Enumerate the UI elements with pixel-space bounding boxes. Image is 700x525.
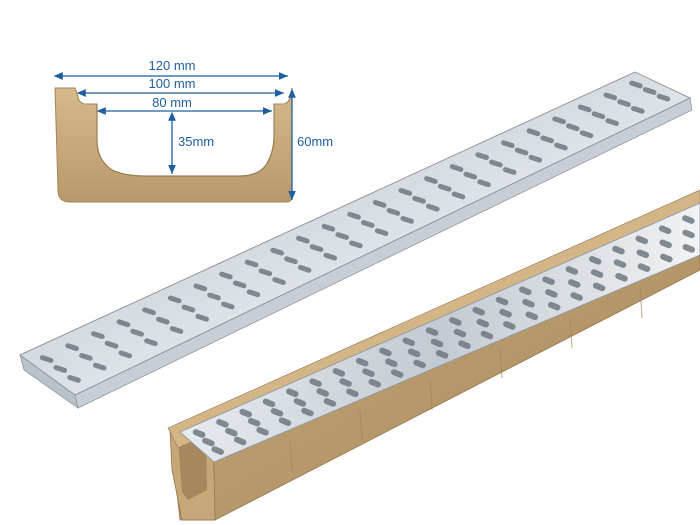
assembled-channel [167,189,700,521]
grating-slots [39,80,671,383]
dimension-annotations: 120 mm 100 mm 80 mm 35mm 60mm [53,58,333,200]
dim-inner-depth-label: 35mm [178,134,214,149]
steel-grating [19,71,693,409]
channel-grating-slots [192,215,696,455]
dim-inner-top-width-label: 100 mm [149,76,196,91]
dim-outer-width-label: 120 mm [149,58,196,73]
channel-cross-section [54,87,293,203]
dim-outer-height-label: 60mm [297,134,333,149]
dim-inner-bottom-width-label: 80 mm [152,95,192,110]
